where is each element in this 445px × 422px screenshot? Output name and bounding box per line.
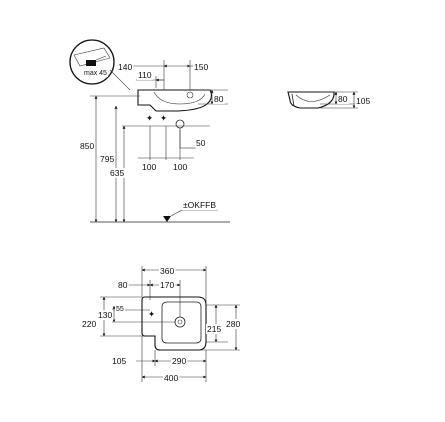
floor-level-label: ±OKFFB <box>183 200 216 210</box>
dim-360: 360 <box>160 266 174 276</box>
dim-80-top: 80 <box>118 280 128 290</box>
basin-side-profile <box>137 89 213 112</box>
max-angle-label: max 45 <box>84 70 107 77</box>
label-backdrop <box>81 319 98 329</box>
dim-140: 140 <box>118 62 132 72</box>
label-backdrop <box>83 70 109 77</box>
dim-400: 400 <box>164 373 178 383</box>
side-view: max 45 140 150 110 80 ✦ ✦ <box>69 39 230 223</box>
dim-110: 110 <box>138 70 152 80</box>
dim-280: 280 <box>226 319 240 329</box>
dim-290: 290 <box>172 356 186 366</box>
dim-215: 215 <box>207 324 221 334</box>
label-backdrop <box>147 309 157 319</box>
dim-80-front: 80 <box>338 94 348 104</box>
label-backdrop <box>115 306 125 313</box>
label-backdrop <box>206 324 223 334</box>
label-backdrop <box>159 113 169 123</box>
dim-100-a: 100 <box>142 162 156 172</box>
label-backdrop <box>145 113 155 123</box>
label-backdrop <box>159 280 176 290</box>
label-backdrop <box>337 94 349 104</box>
top-view: ✦ 360 80 170 55 130 220 215 280 <box>81 266 242 383</box>
label-backdrop <box>117 280 129 290</box>
label-backdrop <box>109 168 126 178</box>
label-backdrop <box>225 319 242 329</box>
dim-55: 55 <box>116 306 124 313</box>
front-view: 80 105 <box>287 91 372 109</box>
label-backdrop <box>193 62 210 72</box>
dim-50: 50 <box>196 138 206 148</box>
label-backdrop <box>213 94 225 104</box>
dim-105-front: 105 <box>356 96 370 106</box>
label-backdrop <box>99 154 116 164</box>
label-backdrop <box>182 200 218 210</box>
label-backdrop <box>355 96 372 106</box>
dim-80-side: 80 <box>214 94 224 104</box>
dim-150: 150 <box>194 62 208 72</box>
dim-220: 220 <box>82 319 96 329</box>
label-backdrop <box>137 70 153 80</box>
label-backdrop <box>172 162 189 172</box>
label-backdrop <box>163 373 180 383</box>
label-backdrop <box>159 266 176 276</box>
dim-105-top: 105 <box>112 356 126 366</box>
svg-text:✦: ✦ <box>160 113 167 123</box>
svg-text:✦: ✦ <box>146 113 153 123</box>
label-backdrop <box>79 141 96 151</box>
label-backdrop <box>171 356 188 366</box>
dim-100-b: 100 <box>173 162 187 172</box>
label-backdrop <box>97 310 114 320</box>
dim-130: 130 <box>98 310 112 320</box>
dim-170: 170 <box>160 280 174 290</box>
label-backdrop <box>141 162 158 172</box>
tap-hole-symbol: ✦ <box>148 309 155 319</box>
label-backdrop <box>111 356 128 366</box>
dim-795: 795 <box>100 154 114 164</box>
label-backdrop <box>195 138 207 148</box>
detail-callout: max 45 <box>69 39 131 91</box>
label-backdrop <box>117 62 134 72</box>
dim-635: 635 <box>110 168 124 178</box>
dim-850: 850 <box>80 141 94 151</box>
